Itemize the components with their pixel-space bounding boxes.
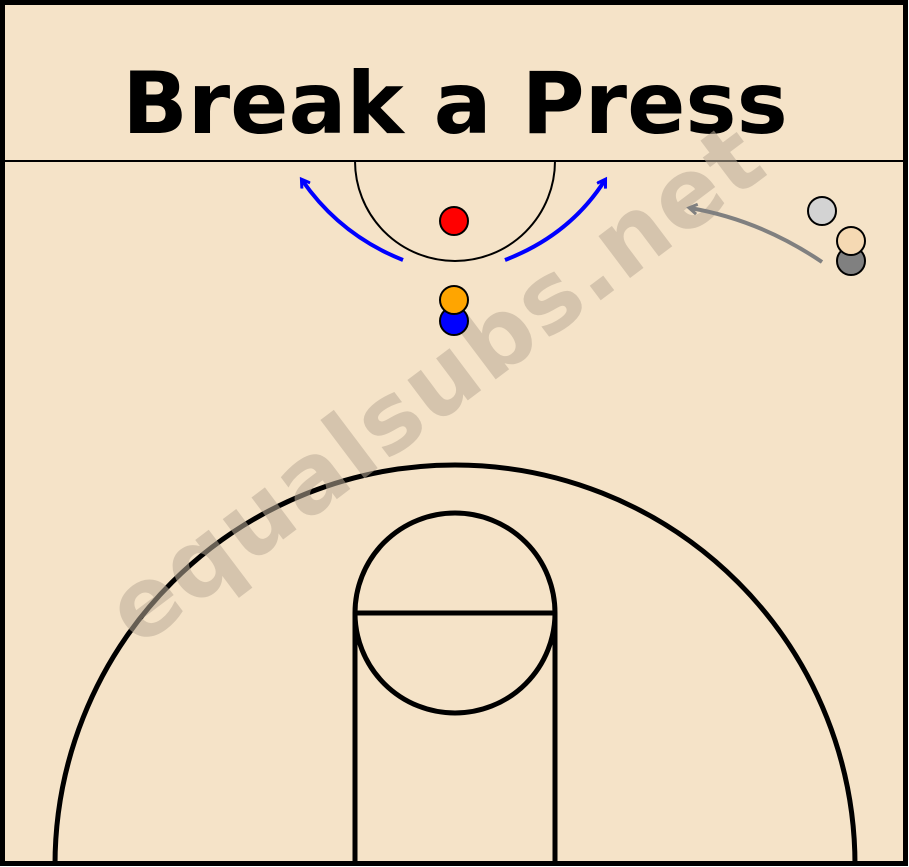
player-orange	[439, 285, 469, 315]
move-arrow-right	[504, 180, 605, 262]
three-point-arc	[52, 462, 858, 866]
center-circle	[354, 160, 556, 262]
sub-arrow	[690, 208, 824, 264]
free-throw-circle	[352, 510, 558, 716]
sub-light-gray	[807, 196, 837, 226]
diagram-title: Break a Press	[122, 54, 788, 154]
player-red	[439, 206, 469, 236]
move-arrow-left	[302, 180, 404, 262]
sub-tan	[836, 226, 866, 256]
